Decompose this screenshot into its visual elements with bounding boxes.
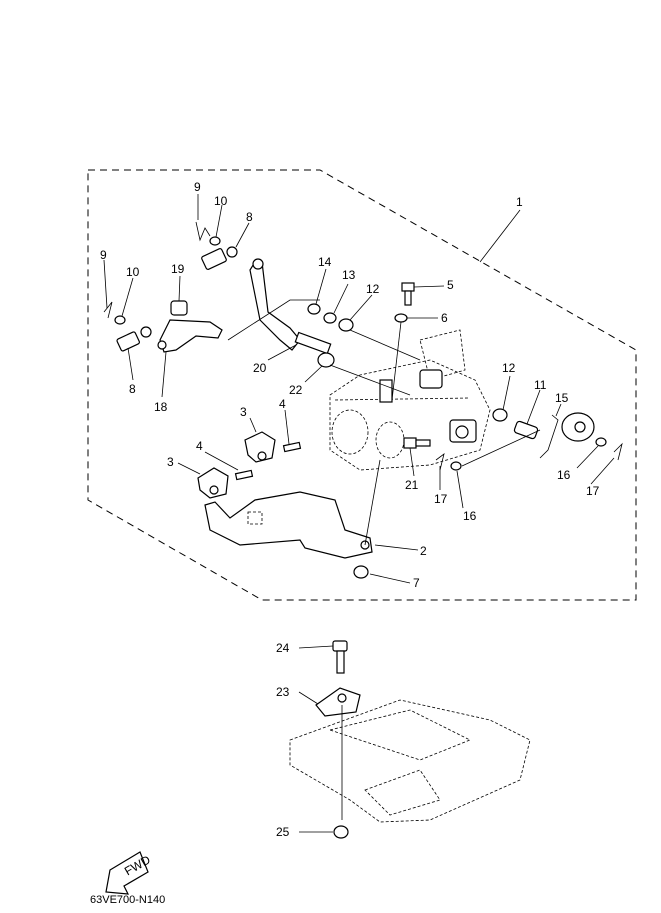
part-6-washer <box>394 313 408 323</box>
callout-10-upper: 10 <box>214 194 228 208</box>
callout-6: 6 <box>441 311 448 325</box>
part-10-washer-upper <box>209 236 221 246</box>
callout-9-upper: 9 <box>194 180 201 194</box>
part-13-nut <box>323 312 337 324</box>
diagram-code: 63VE700-N140 <box>90 894 166 906</box>
callout-17-right: 17 <box>586 484 600 498</box>
part-24-bolt <box>332 640 348 674</box>
callout-1: 1 <box>516 195 523 209</box>
callout-4-lower: 4 <box>196 439 203 453</box>
part-10-washer-lower <box>114 315 126 325</box>
part-7-nut <box>353 565 369 579</box>
throttle-cam <box>561 412 595 442</box>
part-5-bolt <box>401 282 415 306</box>
callout-5: 5 <box>447 278 454 292</box>
leader-lines <box>103 194 615 833</box>
callout-10-lower: 10 <box>126 265 140 279</box>
callout-12-right: 12 <box>502 361 516 375</box>
part-14-washer <box>307 303 321 315</box>
plate-bolt-axis <box>364 459 381 546</box>
callout-14: 14 <box>318 255 332 269</box>
bottom-cowling-ghost <box>289 699 531 823</box>
part-16-washer-left <box>450 461 462 471</box>
part-9-clip-upper <box>195 221 211 242</box>
part-3-clamp-lower <box>197 467 229 499</box>
callout-12-upper: 12 <box>366 282 380 296</box>
part-4-pin-upper <box>282 441 302 453</box>
part-11-lever <box>513 420 539 440</box>
assembly-axis-upper <box>349 329 421 361</box>
part-1-bracket-assembly <box>379 369 477 443</box>
part-3-clamp-upper <box>244 431 276 463</box>
part-9-clip-lower <box>103 301 113 319</box>
callout-13: 13 <box>342 268 356 282</box>
callout-7: 7 <box>413 576 420 590</box>
part-12-bushing-upper <box>338 318 354 332</box>
part-17-clip-left <box>435 453 445 471</box>
callout-numbers: 1 2 3 3 4 4 5 6 7 8 8 9 9 10 10 11 12 12… <box>100 180 600 839</box>
callout-22: 22 <box>289 383 303 397</box>
callout-9-lower: 9 <box>100 248 107 262</box>
part-16-washer-right <box>595 437 607 447</box>
callout-24: 24 <box>276 641 290 655</box>
part-19-collar <box>170 300 188 316</box>
part-4-pin-lower <box>234 469 254 481</box>
engine-block-ghost <box>329 329 491 471</box>
fwd-arrow: FWD <box>105 851 153 895</box>
callout-11: 11 <box>534 378 547 392</box>
callout-16-right: 16 <box>557 468 571 482</box>
callout-4-upper: 4 <box>279 397 286 411</box>
callout-20: 20 <box>253 361 267 375</box>
bolt-axis <box>391 321 402 401</box>
callout-25: 25 <box>276 825 290 839</box>
part-8-rod-end-lower <box>116 326 152 352</box>
part-23-bracket <box>315 687 361 717</box>
part-18-lever-arm <box>157 319 223 353</box>
assembly-axis-lower <box>329 364 411 396</box>
cam-axis <box>461 429 541 467</box>
callout-15: 15 <box>555 391 569 405</box>
callout-3-lower: 3 <box>167 455 174 469</box>
callout-2: 2 <box>420 544 427 558</box>
callout-8-upper: 8 <box>246 210 253 224</box>
part-2-bracket-plate <box>204 491 373 559</box>
callout-3-upper: 3 <box>240 405 247 419</box>
assembly-boundary <box>87 169 637 601</box>
callout-21: 21 <box>405 478 419 492</box>
callout-17-left: 17 <box>434 492 448 506</box>
callout-23: 23 <box>276 685 290 699</box>
part-25-nut <box>333 825 349 839</box>
linkage-line <box>227 299 320 341</box>
part-15-link-rod <box>539 414 559 459</box>
part-21-bolt <box>403 437 431 449</box>
callout-8-lower: 8 <box>129 382 136 396</box>
callout-19: 19 <box>171 262 185 276</box>
callout-18: 18 <box>154 400 168 414</box>
part-22-bushing <box>317 352 335 368</box>
part-17-clip-right <box>613 442 623 461</box>
part-8-rod-end-upper <box>201 246 238 270</box>
part-12-bushing-right <box>492 408 508 422</box>
callout-16-left: 16 <box>463 509 477 523</box>
